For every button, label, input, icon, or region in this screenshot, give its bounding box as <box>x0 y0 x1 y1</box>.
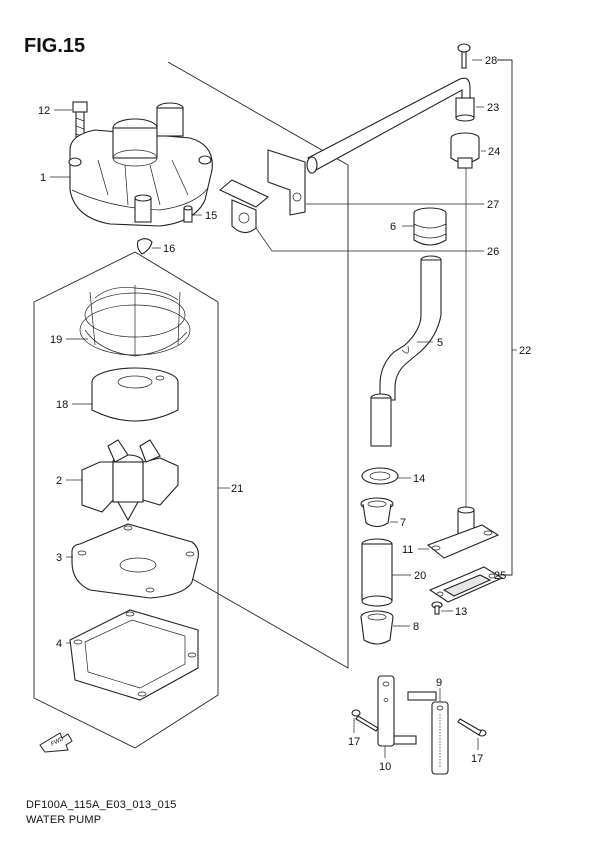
callout-18: 18 <box>56 399 68 411</box>
tube-part-20 <box>361 538 393 607</box>
pump-case-part-1 <box>68 102 213 227</box>
callout-14: 14 <box>413 473 425 485</box>
bracket-22 <box>497 59 513 576</box>
clamp-part-26 <box>218 179 270 234</box>
callout-5: 5 <box>437 337 443 349</box>
strainer-part-11 <box>426 506 500 559</box>
figure-title: FIG.15 <box>24 35 85 57</box>
key-part-16 <box>136 238 153 255</box>
bush-part-7 <box>360 497 394 528</box>
grommet-part-24 <box>450 132 480 169</box>
callout-19: 19 <box>50 334 62 346</box>
hose-part-5 <box>370 255 442 447</box>
callout-7: 7 <box>400 517 406 529</box>
callout-17-right: 17 <box>471 753 483 765</box>
gasket-part-4 <box>69 609 199 701</box>
callout-6: 6 <box>390 221 396 233</box>
holder-part-9 <box>407 691 449 775</box>
diagram-name: WATER PUMP <box>26 814 101 826</box>
kit-outline-21 <box>33 251 219 749</box>
screw-part-17-left <box>351 709 379 732</box>
leader-lines <box>50 59 517 758</box>
callout-8: 8 <box>413 621 419 633</box>
callout-15: 15 <box>205 210 217 222</box>
fwd-arrow-icon: FWD <box>39 732 73 753</box>
callout-26: 26 <box>487 246 499 258</box>
callout-24: 24 <box>488 146 500 158</box>
callout-23: 23 <box>487 102 499 114</box>
callout-10: 10 <box>379 761 391 773</box>
screw-part-13 <box>431 601 443 615</box>
impeller-part-2 <box>81 439 179 522</box>
grommet-part-6 <box>413 207 447 246</box>
holder-part-10 <box>377 675 417 747</box>
liner-part-19 <box>79 285 191 357</box>
callout-3: 3 <box>56 552 62 564</box>
callout-25: 25 <box>494 570 506 582</box>
screen-part-25 <box>428 566 504 603</box>
callout-27: 27 <box>487 199 499 211</box>
insert-part-18 <box>91 367 179 422</box>
callout-16: 16 <box>163 243 175 255</box>
bracket-part-27 <box>267 149 306 216</box>
washer-part-14 <box>361 467 399 485</box>
callout-1: 1 <box>40 172 46 184</box>
callout-28: 28 <box>485 55 497 67</box>
callout-21: 21 <box>231 483 243 495</box>
screw-part-17-right <box>457 718 487 737</box>
callout-9: 9 <box>436 677 442 689</box>
group-outline-pipe <box>167 61 349 669</box>
callout-13: 13 <box>455 606 467 618</box>
callout-12: 12 <box>38 105 50 117</box>
callout-11: 11 <box>402 544 413 556</box>
callout-4: 4 <box>56 638 62 650</box>
screw-part-28 <box>457 43 471 69</box>
callout-2: 2 <box>56 475 62 487</box>
callout-17-left: 17 <box>348 736 360 748</box>
plate-part-3 <box>71 523 199 599</box>
pipe-assembly-part-23 <box>306 77 475 174</box>
callout-labels: 28 23 24 27 26 6 5 22 12 1 15 16 19 18 2… <box>38 55 531 773</box>
callout-22: 22 <box>519 345 531 357</box>
bush-part-8 <box>360 610 394 645</box>
pin-part-15 <box>183 205 193 223</box>
callout-20: 20 <box>414 570 426 582</box>
diagram-code: DF100A_115A_E03_013_015 <box>26 799 177 811</box>
